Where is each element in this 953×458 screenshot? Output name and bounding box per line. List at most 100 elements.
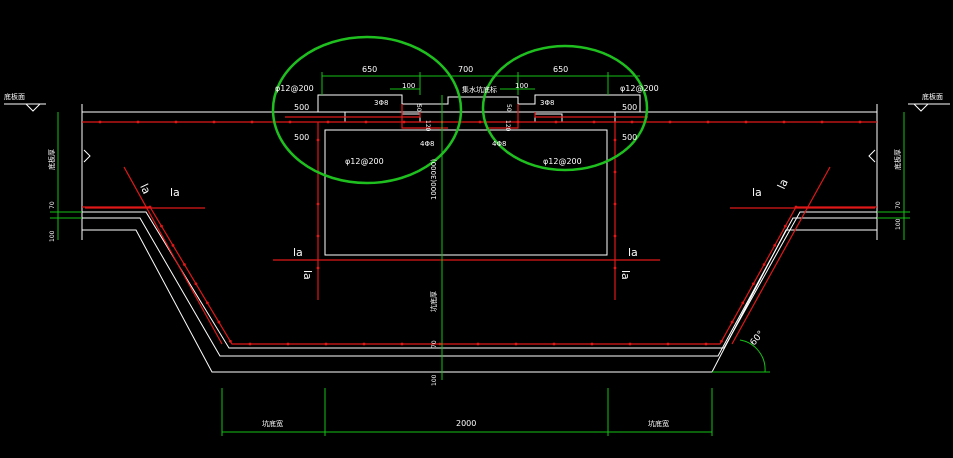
rebar-dot xyxy=(288,120,292,124)
dimension-lines xyxy=(50,72,910,436)
rebar-dot xyxy=(590,342,594,346)
rebar-dot xyxy=(98,120,102,124)
rebar-dot xyxy=(206,301,209,305)
rebar-dot xyxy=(316,234,320,238)
la-label-3: la xyxy=(293,246,303,259)
size-500-lb: 500 xyxy=(294,133,309,142)
dim-70-right: 70 xyxy=(895,201,902,209)
rebar-dot xyxy=(250,120,254,124)
bottom-right-label: 坑底宽 xyxy=(648,419,669,428)
rebar-dot xyxy=(666,342,670,346)
rebar-dot xyxy=(160,224,163,228)
rebar-dot xyxy=(762,263,766,266)
break-marks xyxy=(83,149,876,163)
rebar-dot xyxy=(476,342,480,346)
bottom-mid-label: 2000 xyxy=(456,419,476,428)
rebar-dot xyxy=(316,138,320,142)
highlight-circles xyxy=(271,35,649,185)
la-label-8: la xyxy=(775,177,791,191)
rebar-dot xyxy=(514,342,518,346)
rebar-dot xyxy=(400,342,404,346)
center-note: 集水坑底标 xyxy=(462,85,497,94)
rebar-dot xyxy=(326,120,330,124)
rebar-dot xyxy=(286,342,290,346)
la-label-4: la xyxy=(301,270,314,280)
highlight-ellipse-left xyxy=(271,35,463,185)
la-label-6: la xyxy=(619,270,632,280)
dim-100-mid: 100 xyxy=(431,374,438,386)
dim-70-mid: 70 xyxy=(431,340,438,348)
rebar-dot xyxy=(217,320,221,324)
rebar-dot xyxy=(628,342,632,346)
dim-100-right: 100 xyxy=(515,82,528,90)
bar-3d8-right: 3Φ8 xyxy=(540,99,554,107)
rebar-dot xyxy=(613,234,617,238)
bar-3d8-left: 3Φ8 xyxy=(374,99,388,107)
rebar-dot xyxy=(858,120,862,124)
rebar-dot xyxy=(613,266,617,270)
rebar-dot xyxy=(773,243,777,247)
rebar-dot xyxy=(744,120,748,124)
rebar-dot xyxy=(630,120,634,124)
rebar-dot xyxy=(720,339,723,343)
dim-100-left-side: 100 xyxy=(49,230,56,242)
rebar-dot xyxy=(324,342,328,346)
rebar-dot xyxy=(438,342,442,346)
rebar-dot xyxy=(248,342,252,346)
rebar-dot xyxy=(316,266,320,270)
rebar-dot xyxy=(613,202,617,206)
dim-100-right-side: 100 xyxy=(895,218,902,230)
rebar-dot xyxy=(704,342,708,346)
dim-700: 700 xyxy=(458,65,473,74)
rebar-top-left: φ12@200 xyxy=(275,84,314,93)
rebar-dot xyxy=(782,120,786,124)
left-side-text: 底板厚 xyxy=(47,149,56,170)
rebar-dot xyxy=(741,301,745,305)
dim-50-left: 50 xyxy=(415,104,422,112)
rebar-dot xyxy=(362,342,366,346)
rebar-dot xyxy=(613,170,617,174)
rebar-dot xyxy=(212,120,216,124)
rebar-dot xyxy=(316,202,320,206)
rebar-bot-right: φ12@200 xyxy=(543,157,582,166)
concrete-outline xyxy=(81,94,878,373)
dim-100-left: 100 xyxy=(402,82,415,90)
rebar-dot xyxy=(554,120,558,124)
left-top-label: 底板面 xyxy=(4,92,25,101)
la-label-5: la xyxy=(628,246,638,259)
rebar-dot xyxy=(194,282,198,286)
size-500-rb: 500 xyxy=(622,133,637,142)
rebar-dot xyxy=(478,120,482,124)
rebar-dot xyxy=(171,243,175,247)
rebar-dot xyxy=(752,282,755,286)
dim-50-right: 50 xyxy=(505,104,512,112)
dim-120-left: 120 xyxy=(424,120,431,132)
rebar-dot xyxy=(402,120,406,124)
rebar-top-right: φ12@200 xyxy=(620,84,659,93)
dim-120-right: 120 xyxy=(504,120,511,132)
rebar-dot xyxy=(613,138,617,142)
right-top-label: 底板面 xyxy=(922,92,943,101)
rebar-dot xyxy=(228,339,232,343)
vert-bottom-mid: 坑底厚 xyxy=(429,291,438,312)
bottom-left-label: 坑底宽 xyxy=(262,419,283,428)
dim-650-right: 650 xyxy=(553,65,568,74)
level-markers xyxy=(4,103,950,112)
rebar-dot xyxy=(174,120,178,124)
bar-4d8-right: 4Φ8 xyxy=(492,140,506,148)
size-500-lt: 500 xyxy=(294,103,309,112)
vert-1000: 1000(3000) xyxy=(430,159,438,200)
rebar-lines xyxy=(82,104,877,345)
highlight-ellipse-right xyxy=(481,44,649,172)
rebar-dot xyxy=(552,342,556,346)
size-500-rt: 500 xyxy=(622,103,637,112)
rebar-dot xyxy=(364,120,368,124)
rebar-dot xyxy=(516,120,520,124)
rebar-dot xyxy=(730,320,734,324)
rebar-dot xyxy=(706,120,710,124)
rebar-dot xyxy=(136,120,140,124)
rebar-bot-left: φ12@200 xyxy=(345,157,384,166)
rebar-dot xyxy=(592,120,596,124)
la-label-2: la xyxy=(170,186,180,199)
